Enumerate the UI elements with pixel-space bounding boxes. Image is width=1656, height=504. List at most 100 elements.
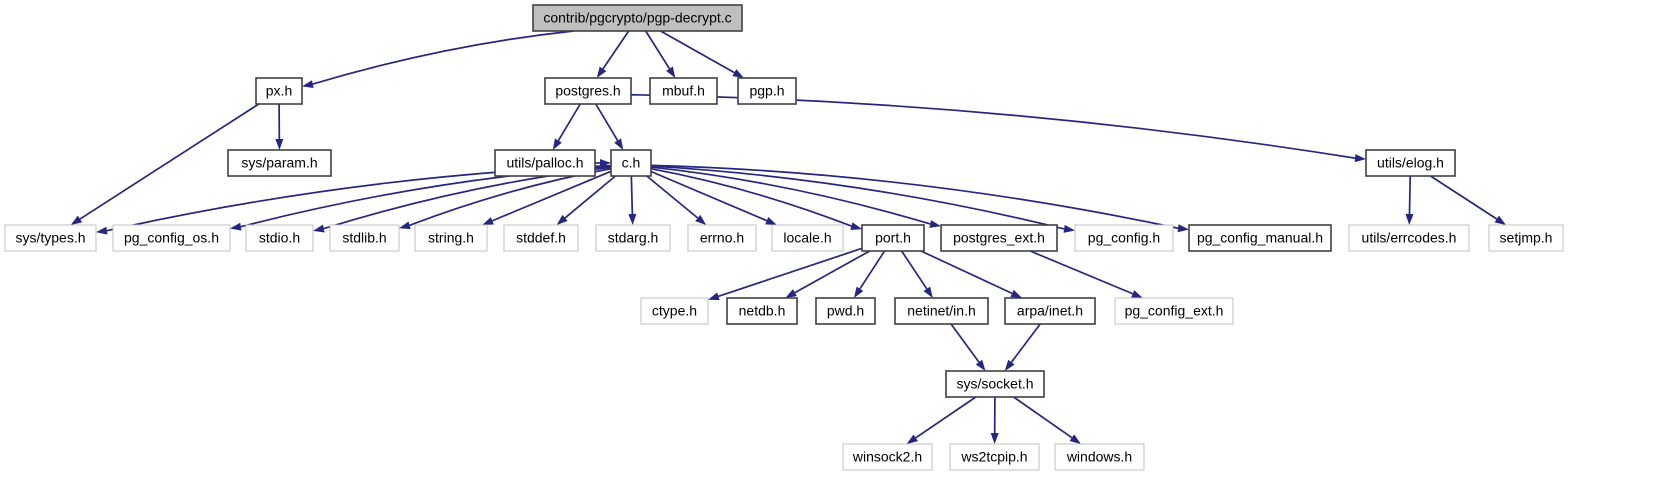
node-box [861,224,925,252]
node-box [414,224,488,252]
graph-node-utilserrcodes: utils/errcodes.h [1348,224,1470,252]
node-box [1488,224,1564,252]
node-box [329,224,400,252]
graph-node-pwd[interactable]: pwd.h [815,297,876,325]
node-box [595,224,671,252]
node-label: netdb.h [739,303,786,319]
node-label: c.h [622,155,641,171]
edge-syssocket-to-winsock2 [906,396,977,444]
edge-port-to-netinetin [900,250,933,298]
graph-node-arpainet[interactable]: arpa/inet.h [1004,297,1096,325]
node-box [815,297,876,325]
node-label: pg_config_manual.h [1197,230,1323,246]
edge-utilspalloc-to-ch [595,159,611,167]
node-box [494,149,596,177]
edge-postgres-to-utilspalloc [552,103,581,150]
node-box [687,224,757,252]
edge-syssocket-to-ws2tcpip [990,396,999,444]
graph-node-pgp[interactable]: pgp.h [737,77,797,105]
edge-utilselog-to-utilserrcodes [1405,175,1414,225]
graph-node-errno: errno.h [687,224,757,252]
graph-node-ctype: ctype.h [640,297,709,325]
graph-node-windows: windows.h [1054,443,1145,471]
node-box [894,297,989,325]
edge-root-to-mbuf [644,30,676,78]
node-label: px.h [266,83,292,99]
graph-node-syssocket[interactable]: sys/socket.h [945,370,1045,398]
node-label: stdio.h [259,230,300,246]
node-box [503,224,579,252]
node-label: postgres.h [555,83,620,99]
graph-node-stdlib: stdlib.h [329,224,400,252]
node-label: pg_config.h [1088,230,1160,246]
graph-node-stdarg: stdarg.h [595,224,671,252]
edge-ch-to-stdarg [628,175,637,225]
node-label: pwd.h [827,303,864,319]
graph-node-sysparam[interactable]: sys/param.h [227,149,332,177]
graph-node-netinetin[interactable]: netinet/in.h [894,297,989,325]
node-label: utils/palloc.h [506,155,583,171]
node-box [1188,224,1332,252]
edge-postgres-to-utilselog [630,93,1366,163]
edge-utilselog-to-setjmp [1430,175,1506,225]
graph-node-ch[interactable]: c.h [610,149,652,177]
graph-node-locale: locale.h [771,224,844,252]
node-label: mbuf.h [662,83,705,99]
edge-px-to-sysparam [275,103,284,150]
edge-root-to-pgp [660,30,744,78]
graph-node-stddef: stddef.h [503,224,579,252]
edge-ch-to-port [650,167,862,230]
node-label: ctype.h [652,303,697,319]
node-label: utils/elog.h [1377,155,1444,171]
node-label: pg_config_os.h [124,230,219,246]
graph-node-postgresext[interactable]: postgres_ext.h [940,224,1058,252]
graph-node-px[interactable]: px.h [255,77,303,105]
node-label: stddef.h [516,230,566,246]
node-box [842,443,933,471]
node-label: arpa/inet.h [1017,303,1083,319]
graph-node-ws2tcpip: ws2tcpip.h [949,443,1040,471]
node-box [737,77,797,105]
graph-node-postgres[interactable]: postgres.h [544,77,632,105]
edge-root-to-px [302,30,574,89]
node-label: port.h [875,230,911,246]
node-box [1365,149,1456,177]
node-label: stdlib.h [342,230,386,246]
graph-node-utilspalloc[interactable]: utils/palloc.h [494,149,596,177]
edge-port-to-pwd [853,250,886,298]
graph-node-systypes: sys/types.h [4,224,97,252]
graph-node-pgconfigos: pg_config_os.h [112,224,231,252]
edge-ch-to-string [482,170,612,225]
node-label: winsock2.h [852,449,922,465]
node-box [649,77,718,105]
node-box [227,149,332,177]
graph-node-netdb[interactable]: netdb.h [726,297,798,325]
node-box [255,77,303,105]
graph-node-utilselog[interactable]: utils/elog.h [1365,149,1456,177]
graph-node-mbuf[interactable]: mbuf.h [649,77,718,105]
node-box [610,149,652,177]
node-box [4,224,97,252]
graph-node-stdio: stdio.h [245,224,314,252]
node-box [544,77,632,105]
node-label: contrib/pgcrypto/pgp-decrypt.c [543,10,731,26]
node-box [640,297,709,325]
node-box [945,370,1045,398]
node-box [949,443,1040,471]
node-label: pgp.h [749,83,784,99]
edge-ch-to-postgresext [650,166,941,228]
graph-node-root[interactable]: contrib/pgcrypto/pgp-decrypt.c [532,4,743,32]
node-label: windows.h [1066,449,1132,465]
edge-port-to-ctype [708,247,863,301]
node-label: setjmp.h [1500,230,1553,246]
graph-node-pgconfigmanual[interactable]: pg_config_manual.h [1188,224,1332,252]
graph-node-port[interactable]: port.h [861,224,925,252]
node-label: string.h [428,230,474,246]
graph-node-winsock2: winsock2.h [842,443,933,471]
node-label: utils/errcodes.h [1362,230,1457,246]
node-box [940,224,1058,252]
node-label: locale.h [783,230,831,246]
graph-node-string: string.h [414,224,488,252]
